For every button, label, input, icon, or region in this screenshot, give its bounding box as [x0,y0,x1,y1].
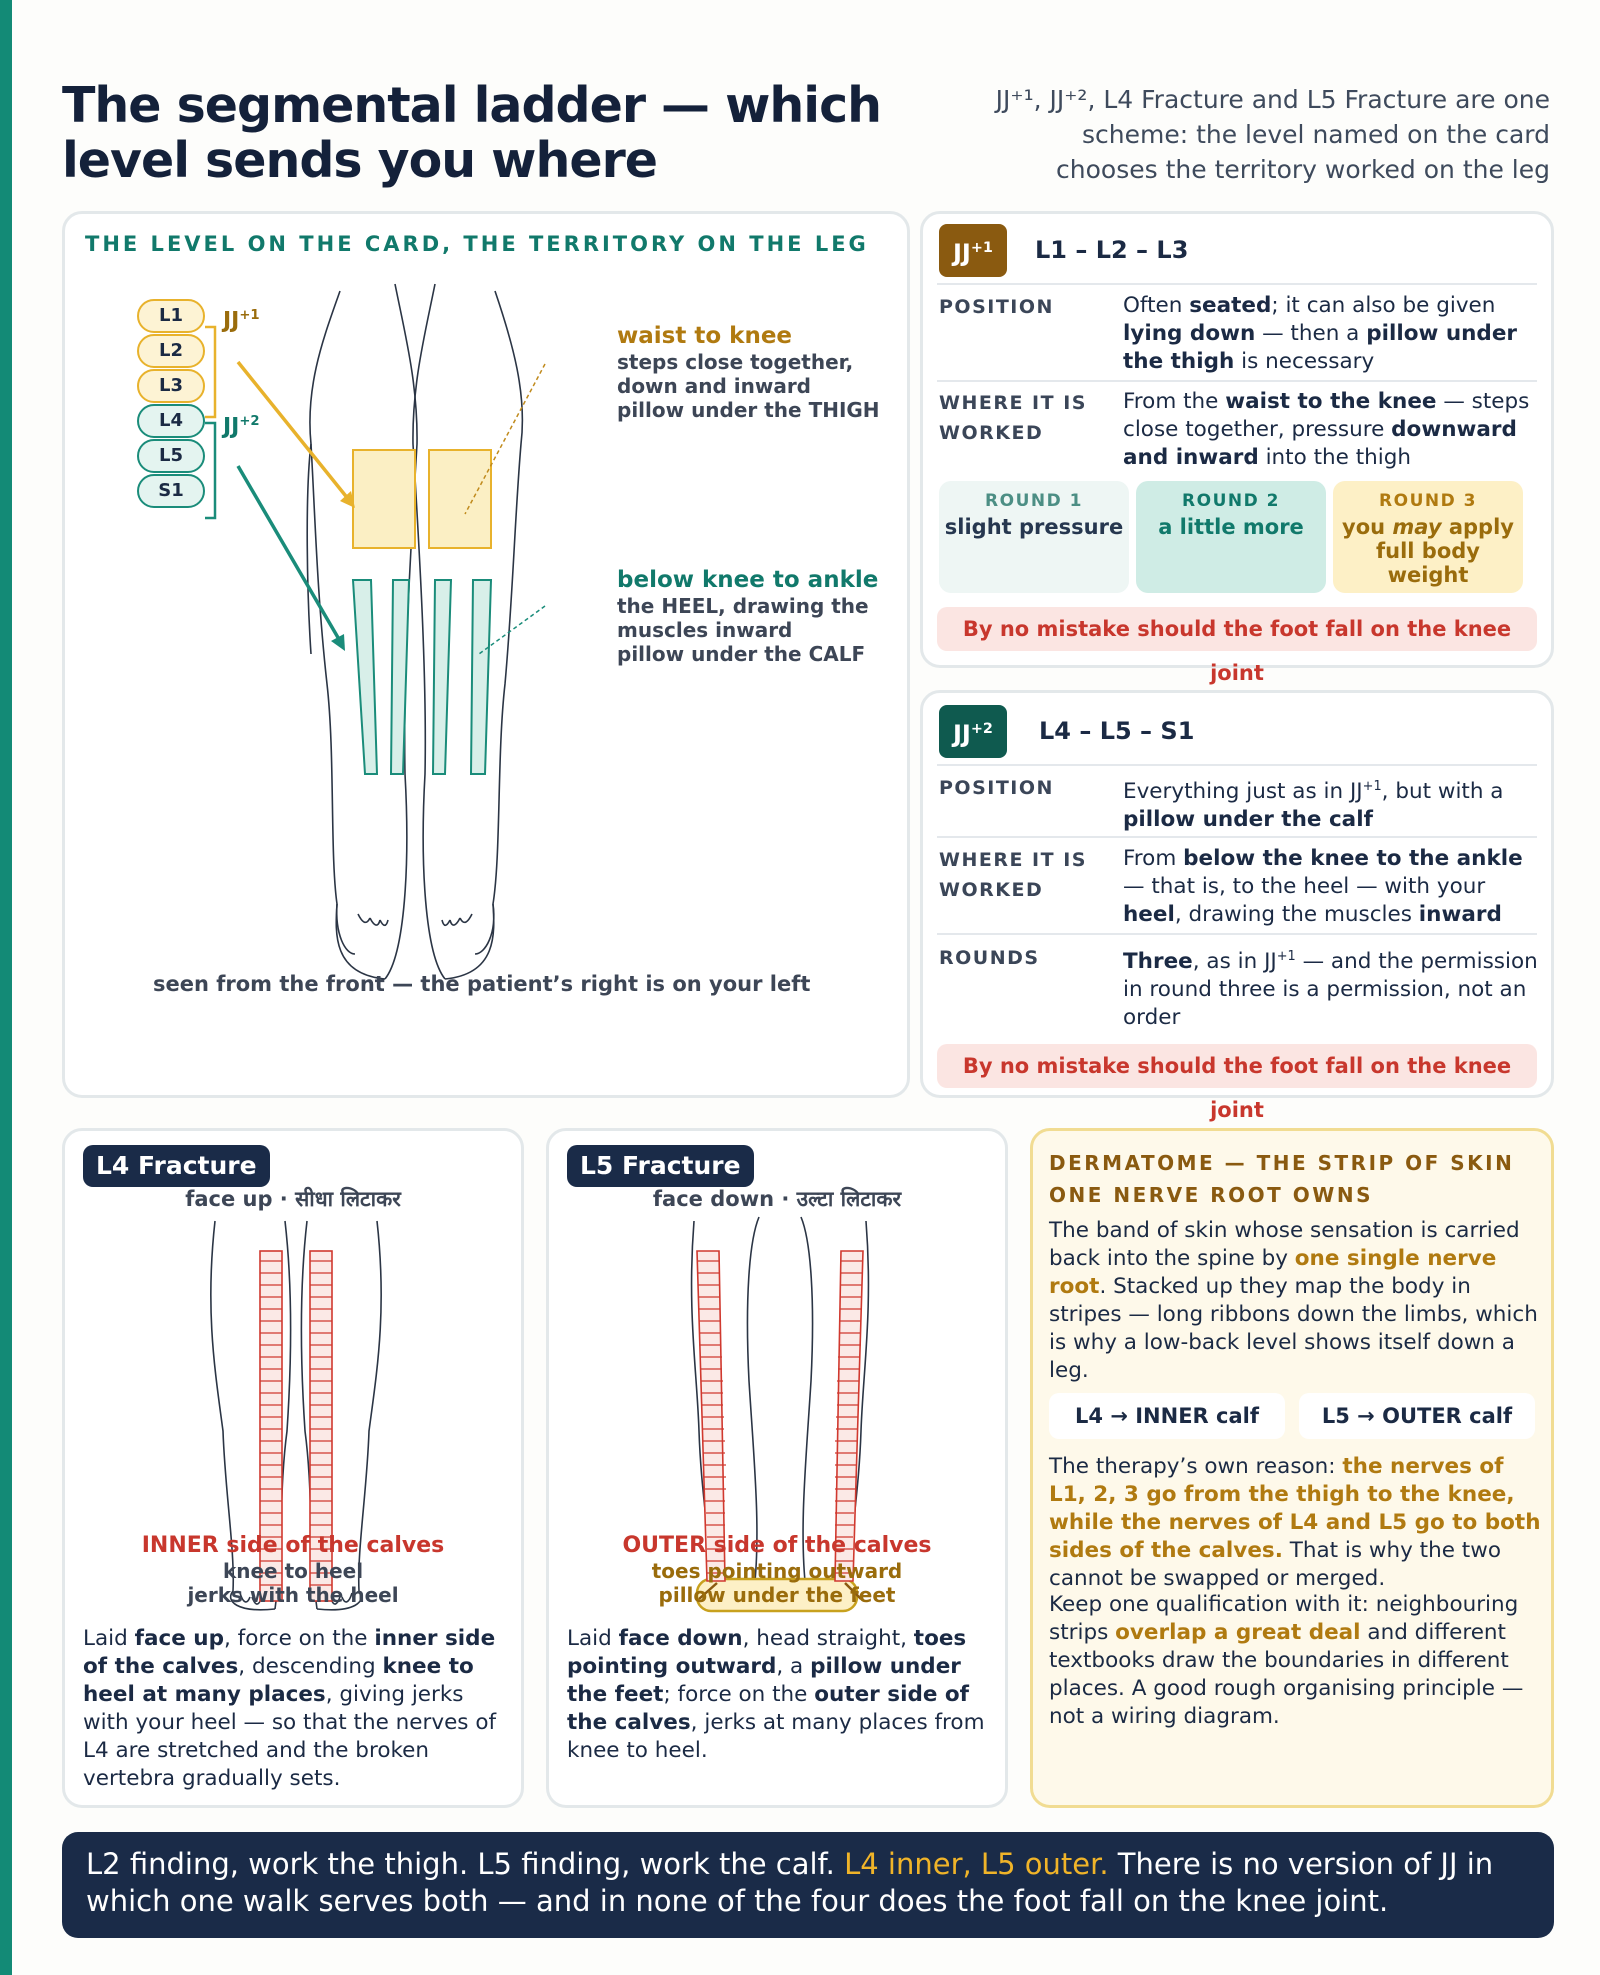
legs-front-illustration [205,283,546,980]
jj1-levels: L1 – L2 – L3 [1035,236,1189,264]
l4-sub-line-2: jerks with the heel [187,1583,399,1607]
accent-bar [0,0,12,1975]
level-s1: S1 [137,474,205,508]
jj2-card: JJ+2 L4 – L5 – S1 POSITION Everything ju… [920,690,1554,1122]
jj2-rounds-text: Three, as in JJ+1 — and the permission i… [1123,949,1538,1031]
calf-zone-right-outer [469,579,493,775]
l4-sub-line-1: knee to heel [222,1559,364,1583]
l5-sub-line-1: toes pointing outward [651,1559,903,1583]
group-jj1-label: JJ+1 [223,308,260,334]
l4-legs-illustration [210,1220,382,1611]
round-2-tile: ROUND 2 a little more [1136,481,1326,593]
group-jj2-label: JJ+2 [223,414,260,440]
l4-inner-calf-tile: L4 → INNER calf [1049,1393,1285,1439]
jj1-card: JJ+1 L1 – L2 – L3 POSITION Often seated;… [920,211,1554,685]
level-l3: L3 [137,369,205,403]
l4-position: face up · सीधा लिटाकर [185,1187,401,1211]
calf-zone-left-inner [389,579,411,775]
thigh-zone-right [428,449,492,549]
diagram-caption: seen from the front — the patient’s righ… [153,972,811,996]
l4-side-label: INNER side of the calves [141,1533,445,1558]
jj2-position-text: Everything just as in JJ+1, but with a p… [1123,779,1504,833]
summary-footer: L2 finding, work the thigh. L5 finding, … [62,1832,1554,1938]
dermatome-definition: The band of skin whose sensation is carr… [1049,1218,1538,1383]
round-1-tile: ROUND 1 slight pressure [939,481,1129,593]
l4-tag: L4 Fracture [83,1145,270,1187]
jj1-position-label: POSITION [939,296,1054,318]
level-l5: L5 [137,439,205,473]
dermatome-heading: DERMATOME — THE STRIP OF SKIN ONE NERVE … [1049,1151,1515,1207]
arrow-to-thigh [236,360,351,502]
jj1-warning: By no mistake should the foot fall on th… [937,607,1537,685]
l5-tag: L5 Fracture [567,1145,754,1187]
page-subtitle: JJ⁺¹, JJ⁺², L4 Fracture and L5 Fracture … [995,85,1550,184]
l5-legs-illustration [690,1216,870,1613]
jj1-badge: JJ+1 [939,224,1007,277]
thigh-annotation: waist to knee steps close together, down… [617,323,880,422]
calf-zone-right-inner [431,579,453,775]
jj2-warning: By no mistake should the foot fall on th… [937,1044,1537,1122]
l5-outer-calf-tile: L5 → OUTER calf [1299,1393,1535,1439]
l5-description: Laid face down, head straight, toes poin… [567,1626,985,1763]
l4-description: Laid face up, force on the inner side of… [83,1626,497,1791]
jj1-position-text: Often seated; it can also be given lying… [1123,293,1518,374]
dermatome-qualification: Keep one qualification with it: neighbou… [1049,1592,1524,1729]
thigh-zone-left [352,449,416,549]
l5-position: face down · उल्टा लिटाकर [652,1187,902,1211]
calf-annotation: below knee to ankle the HEEL, drawing th… [617,567,879,666]
dermatome-reason: The therapy’s own reason: the nerves of … [1049,1454,1541,1591]
page-title: The segmental ladder — which level sends… [62,77,882,189]
dermatome-card: DERMATOME — THE STRIP OF SKIN ONE NERVE … [1030,1128,1554,1808]
l4-fracture-card: L4 Fracture face up · सीधा लिटाकर INNER … [62,1128,524,1808]
jj2-position-label: POSITION [939,777,1054,799]
l5-side-label: OUTER side of the calves [622,1533,932,1558]
panel-heading: THE LEVEL ON THE CARD, THE TERRITORY ON … [85,232,869,256]
arrow-to-calf [236,465,342,642]
jj2-rounds-label: ROUNDS [939,947,1040,969]
jj2-levels: L4 – L5 – S1 [1039,717,1195,745]
l5-outer-calf-strips [696,1250,864,1582]
l5-fracture-card: L5 Fracture face down · उल्टा लिटाकर OUT… [546,1128,1008,1808]
jj1-worked-text: From the waist to the knee — steps close… [1123,389,1530,470]
level-l1: L1 [137,299,205,333]
jj2-badge: JJ+2 [939,705,1007,758]
level-l2: L2 [137,334,205,368]
level-l4: L4 [137,404,205,438]
round-3-tile: ROUND 3 you may apply full body weight [1333,481,1523,593]
l5-sub-line-2: pillow under the feet [658,1583,896,1607]
calf-zone-left-outer [351,579,379,775]
leg-diagram-panel: THE LEVEL ON THE CARD, THE TERRITORY ON … [62,211,910,1098]
jj2-worked-text: From below the knee to the ankle — that … [1123,846,1523,927]
